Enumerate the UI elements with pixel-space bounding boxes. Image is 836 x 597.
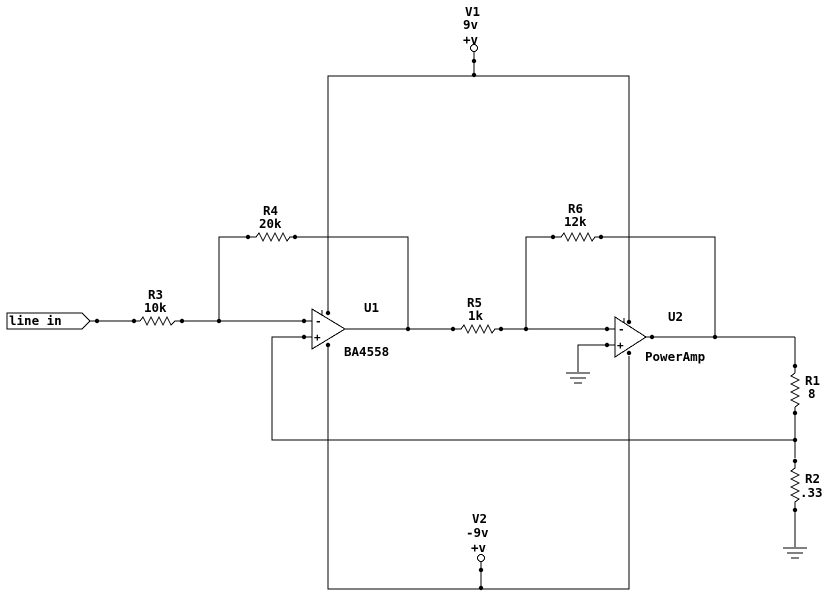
output-ground xyxy=(783,547,807,559)
r6-ref-label: R6 xyxy=(568,201,583,216)
input-wires xyxy=(90,318,307,324)
u2-minus-pin: - xyxy=(618,323,625,336)
v2-ref-label: V2 xyxy=(472,511,487,526)
v1-value-label: 9v xyxy=(463,17,479,32)
u1-part-label: BA4558 xyxy=(344,344,389,359)
line-in-port: line in xyxy=(6,312,100,330)
r5-ref-label: R5 xyxy=(467,295,482,310)
opamp-u2: - + U2 PowerAmp xyxy=(604,309,795,364)
u1-ref-label: U1 xyxy=(364,300,379,315)
opamp-u1: - + U1 BA4558 xyxy=(301,300,408,359)
u1-minus-pin: - xyxy=(315,315,322,328)
r1-ref-label: R1 xyxy=(805,373,820,388)
r2-ref-label: R2 xyxy=(805,471,820,486)
r4-value-label: 20k xyxy=(259,216,282,231)
resistor-r1: R1 8 xyxy=(789,337,820,458)
power-rails xyxy=(327,52,630,590)
r6-value-label: 12k xyxy=(564,214,587,229)
u2-part-label: PowerAmp xyxy=(645,349,705,364)
u1-plus-pin: + xyxy=(314,331,321,344)
r5-value-label: 1k xyxy=(468,308,484,323)
v1-supply: V1 9v +v xyxy=(463,4,480,78)
line-in-label: line in xyxy=(9,313,62,328)
r1-value-label: 8 xyxy=(808,386,816,401)
resistor-r5: R5 1k xyxy=(405,295,615,335)
r3-value-label: 10k xyxy=(144,300,167,315)
v1-terminal-label: +v xyxy=(463,32,479,47)
r4-ref-label: R4 xyxy=(263,203,278,218)
v2-supply: V2 -9v +v xyxy=(466,511,489,591)
u2-ground xyxy=(566,344,615,384)
v1-ref-label: V1 xyxy=(465,4,480,19)
resistor-r3: R3 10k xyxy=(131,287,185,327)
resistor-r4: R4 20k xyxy=(218,203,409,328)
r3-ref-label: R3 xyxy=(148,287,163,302)
resistor-r2: R2 .33 xyxy=(789,458,823,547)
r2-value-label: .33 xyxy=(800,485,823,500)
v2-value-label: -9v xyxy=(466,525,489,540)
v2-terminal-label: +v xyxy=(471,540,487,555)
u2-ref-label: U2 xyxy=(668,309,683,324)
resistor-r6: R6 12k xyxy=(523,201,716,337)
u2-plus-pin: + xyxy=(617,339,624,352)
feedback-loop xyxy=(271,336,795,441)
